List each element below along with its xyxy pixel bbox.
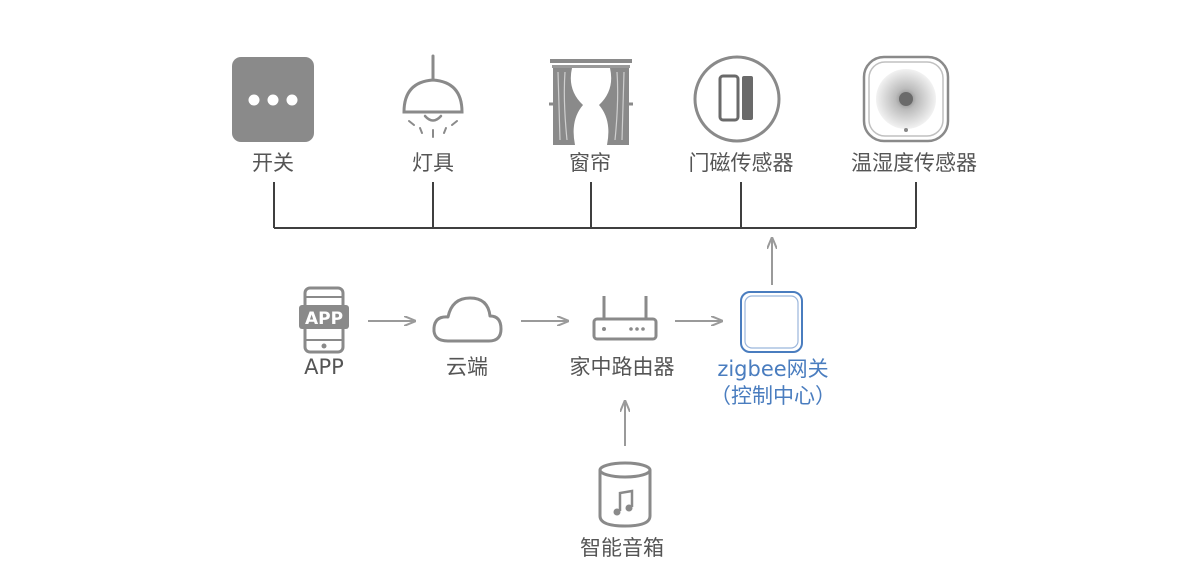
phone-app-icon: APP bbox=[299, 286, 349, 354]
app-label: APP bbox=[304, 355, 344, 379]
door-sensor-icon bbox=[693, 55, 781, 143]
speaker-label: 智能音箱 bbox=[580, 536, 664, 560]
th-sensor-label: 温湿度传感器 bbox=[851, 151, 977, 175]
lamp-icon bbox=[402, 54, 464, 138]
door-sensor-label: 门磁传感器 bbox=[688, 151, 794, 175]
device-bus bbox=[273, 182, 917, 229]
curtain-label: 窗帘 bbox=[569, 151, 611, 175]
curtain-icon bbox=[549, 59, 633, 145]
gateway-label: zigbee网关 bbox=[717, 357, 829, 381]
smart-speaker-icon bbox=[598, 461, 652, 528]
cloud-icon bbox=[432, 296, 503, 343]
lamp-label: 灯具 bbox=[412, 151, 454, 175]
switch-icon bbox=[232, 57, 314, 142]
app-badge-text: APP bbox=[305, 309, 343, 329]
cloud-label: 云端 bbox=[446, 355, 488, 379]
router-icon bbox=[592, 296, 658, 341]
router-label: 家中路由器 bbox=[569, 355, 675, 379]
switch-label: 开关 bbox=[252, 151, 294, 175]
temperature-humidity-sensor-icon bbox=[862, 55, 950, 143]
gateway-sublabel: （控制中心） bbox=[710, 384, 836, 408]
gateway-icon bbox=[740, 291, 803, 353]
flow-arrows bbox=[368, 238, 772, 446]
